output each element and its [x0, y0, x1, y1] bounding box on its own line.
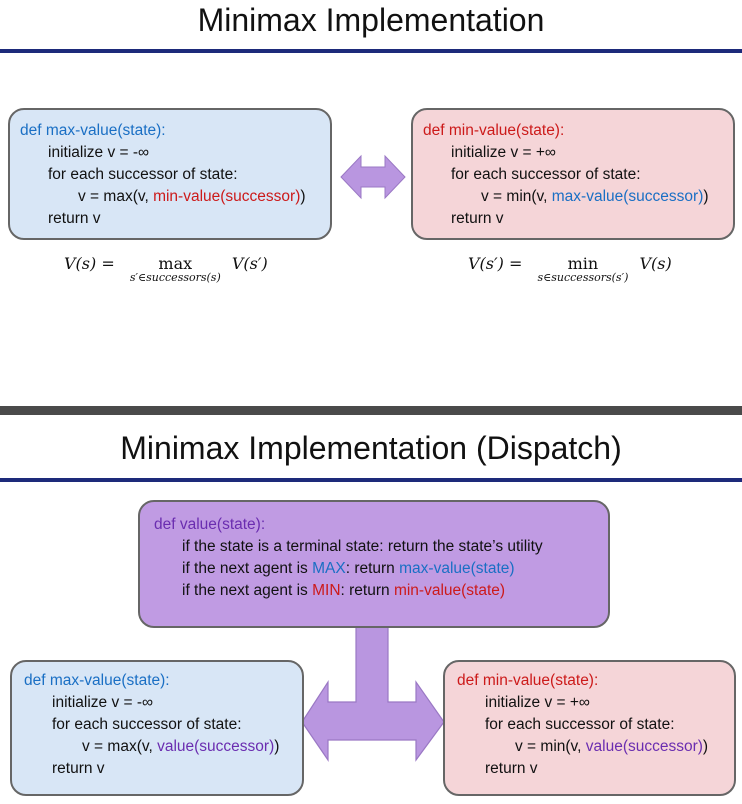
return-line: return v: [48, 210, 101, 227]
assign-text: v = min(v,: [515, 738, 586, 755]
min-value-def: def min-value(state):: [423, 122, 565, 139]
value-call: value(successor): [157, 738, 275, 755]
slide-title: Minimax Implementation (Dispatch): [120, 430, 622, 466]
assign-line: v = max(v, min-value(successor)): [20, 186, 330, 208]
dispatch-text: : return: [340, 582, 394, 599]
equation-rhs: V(s): [639, 254, 672, 273]
assign-close: ): [703, 188, 709, 205]
min-value-call: min-value(successor): [153, 188, 301, 205]
assign-text: v = max(v,: [78, 188, 154, 205]
operator-subscript: s∈successors(s′): [537, 271, 629, 284]
assign-line: v = max(v, value(successor)): [24, 736, 302, 758]
min-dispatch-line: if the next agent is MIN: return min-val…: [154, 580, 608, 602]
max-value-call: max-value(successor): [551, 188, 704, 205]
dispatch-text: if the next agent is: [182, 560, 313, 577]
max-value-call: max-value(state): [399, 560, 515, 577]
value-call: value(successor): [585, 738, 703, 755]
min-value-box: def min-value(state): initialize v = +∞ …: [411, 108, 735, 240]
return-line: return v: [451, 210, 504, 227]
assign-close: ): [300, 188, 306, 205]
slide-title: Minimax Implementation: [197, 2, 545, 38]
title-rule: [0, 49, 742, 53]
loop-line: for each successor of state:: [451, 166, 641, 183]
operator-subscript: s′∈successors(s): [129, 271, 221, 284]
loop-line: for each successor of state:: [52, 716, 242, 733]
assign-close: ): [702, 738, 709, 755]
init-line: initialize v = -∞: [48, 144, 150, 161]
dispatch-text: : return: [345, 560, 400, 577]
init-line: initialize v = +∞: [485, 694, 590, 711]
init-line: initialize v = +∞: [451, 144, 556, 161]
title-rule: [0, 478, 742, 482]
equation-lhs: V(s′) =: [468, 254, 523, 273]
loop-line: for each successor of state:: [48, 166, 238, 183]
init-line: initialize v = -∞: [52, 694, 154, 711]
min-value-call: min-value(state): [393, 582, 506, 599]
max-operator: max: [158, 254, 193, 273]
equation-lhs: V(s) =: [64, 254, 115, 273]
dispatch-text: if the next agent is: [182, 582, 313, 599]
loop-line: for each successor of state:: [485, 716, 675, 733]
value-def: def value(state):: [154, 516, 266, 533]
dispatch-value-box: def value(state): if the state is a term…: [138, 500, 610, 628]
dispatch-arrow-icon: [301, 612, 445, 762]
terminal-line: if the state is a terminal state: return…: [182, 538, 543, 555]
equation-rhs: V(s′): [231, 254, 268, 273]
max-value-box: def max-value(state): initialize v = -∞ …: [8, 108, 332, 240]
return-line: return v: [485, 760, 538, 777]
slide-separator: [0, 406, 742, 415]
max-value-def: def max-value(state):: [24, 672, 170, 689]
double-arrow-icon: [340, 154, 406, 200]
max-value-def: def max-value(state):: [20, 122, 166, 139]
max-dispatch-line: if the next agent is MAX: return max-val…: [154, 558, 608, 580]
min-operator: min: [567, 254, 599, 273]
max-agent-label: MAX: [312, 560, 346, 577]
min-value-box: def min-value(state): initialize v = +∞ …: [443, 660, 736, 796]
assign-line: v = min(v, value(successor)): [457, 736, 734, 758]
assign-line: v = min(v, max-value(successor)): [423, 186, 733, 208]
return-line: return v: [52, 760, 105, 777]
min-agent-label: MIN: [312, 582, 341, 599]
assign-text: v = max(v,: [82, 738, 158, 755]
min-value-def: def min-value(state):: [457, 672, 599, 689]
assign-text: v = min(v,: [481, 188, 552, 205]
assign-close: ): [274, 738, 280, 755]
max-value-box: def max-value(state): initialize v = -∞ …: [10, 660, 304, 796]
